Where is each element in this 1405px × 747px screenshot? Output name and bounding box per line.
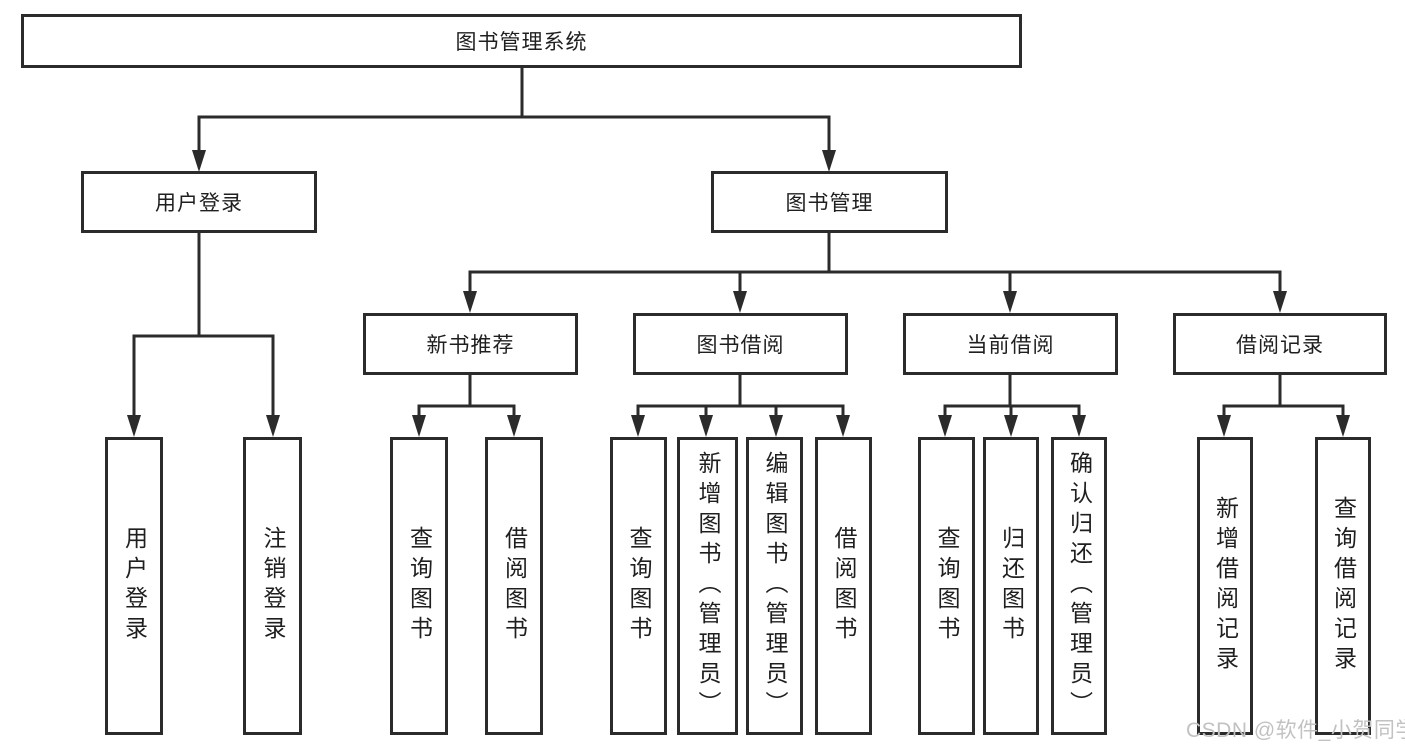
leaf-search-borrow-record: 查询借阅记录 xyxy=(1315,437,1371,735)
leaf-newbook-search: 查询图书 xyxy=(390,437,448,735)
leaf-add-book-admin-label: 新增图书（管理员） xyxy=(695,451,721,721)
leaf-add-book-admin: 新增图书（管理员） xyxy=(677,437,738,735)
node-new-book-recommend: 新书推荐 xyxy=(363,313,578,375)
leaf-current-search-label: 查询图书 xyxy=(934,526,960,646)
watermark: CSDN @软件_小贺同学 xyxy=(1186,719,1405,742)
leaf-logout: 注销登录 xyxy=(243,437,302,735)
leaf-borrow-book-label: 借阅图书 xyxy=(831,526,857,646)
leaf-newbook-borrow: 借阅图书 xyxy=(485,437,543,735)
leaf-confirm-return-admin-label: 确认归还（管理员） xyxy=(1066,451,1093,721)
leaf-edit-book-admin-label: 编辑图书（管理员） xyxy=(762,451,788,721)
leaf-borrow-book: 借阅图书 xyxy=(815,437,872,735)
leaf-edit-book-admin: 编辑图书（管理员） xyxy=(746,437,803,735)
leaf-borrow-search: 查询图书 xyxy=(610,437,667,735)
node-book-management: 图书管理 xyxy=(711,171,948,233)
node-user-login: 用户登录 xyxy=(81,171,317,233)
leaf-borrow-search-label: 查询图书 xyxy=(626,526,652,646)
leaf-add-borrow-record-label: 新增借阅记录 xyxy=(1212,496,1239,676)
leaf-logout-label: 注销登录 xyxy=(260,526,286,646)
leaf-return-book-label: 归还图书 xyxy=(998,526,1025,646)
node-root-system: 图书管理系统 xyxy=(21,14,1022,68)
leaf-confirm-return-admin: 确认归还（管理员） xyxy=(1051,437,1107,735)
leaf-current-search: 查询图书 xyxy=(918,437,975,735)
leaf-return-book: 归还图书 xyxy=(983,437,1039,735)
leaf-user-login-label: 用户登录 xyxy=(121,526,148,646)
arrowheads xyxy=(127,150,1350,437)
leaf-search-borrow-record-label: 查询借阅记录 xyxy=(1330,496,1357,676)
node-book-borrow: 图书借阅 xyxy=(633,313,848,375)
leaf-newbook-borrow-label: 借阅图书 xyxy=(501,526,528,646)
node-borrow-records: 借阅记录 xyxy=(1173,313,1387,375)
node-current-borrow: 当前借阅 xyxy=(903,313,1118,375)
leaf-user-login: 用户登录 xyxy=(105,437,163,735)
leaf-newbook-search-label: 查询图书 xyxy=(406,526,433,646)
leaf-add-borrow-record: 新增借阅记录 xyxy=(1197,437,1253,735)
